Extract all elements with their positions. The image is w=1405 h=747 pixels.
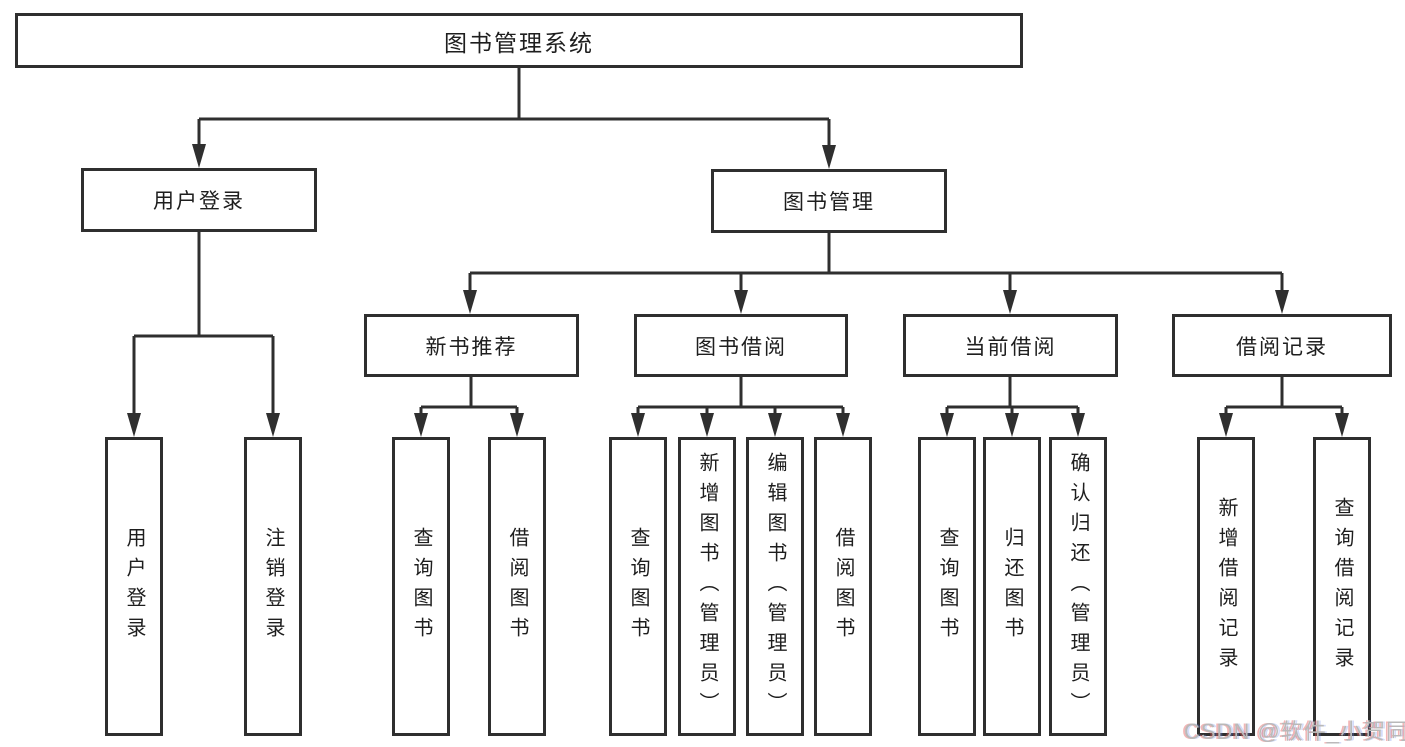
connector-root-to-level2 xyxy=(192,68,836,169)
connector-book-mgmt-children xyxy=(463,233,1289,314)
node-label: 图书管理系统 xyxy=(444,29,594,56)
leaf-query-books: 查询图书 xyxy=(609,437,667,736)
node-label: 查询图书 xyxy=(627,526,649,647)
leaf-user-login: 用户登录 xyxy=(105,437,163,736)
arrowhead xyxy=(1071,413,1085,437)
arrowhead xyxy=(940,413,954,437)
node-label: 查询借阅记录 xyxy=(1331,496,1353,677)
connector-current-borrow-children xyxy=(940,377,1085,437)
connector-new-book-children xyxy=(414,377,524,437)
connector-book-borrow-children xyxy=(631,377,850,437)
connector-borrow-records-children xyxy=(1219,377,1349,437)
node-label: 借阅记录 xyxy=(1236,335,1328,359)
leaf-edit-books-admin: 编辑图书（管理员） xyxy=(746,437,804,736)
arrowhead xyxy=(1005,413,1019,437)
node-root-system: 图书管理系统 xyxy=(15,13,1023,68)
leaf-return-books: 归还图书 xyxy=(983,437,1041,736)
node-label: 查询图书 xyxy=(410,526,432,647)
arrowhead xyxy=(510,413,524,437)
node-label: 新书推荐 xyxy=(425,335,518,359)
node-label: 查询图书 xyxy=(936,526,958,647)
arrowhead xyxy=(700,413,714,437)
node-label: 图书管理 xyxy=(783,191,875,214)
arrowhead xyxy=(631,413,645,437)
leaf-query-books-recommend: 查询图书 xyxy=(392,437,450,736)
node-new-book-recommend: 新书推荐 xyxy=(364,314,579,377)
node-book-borrow: 图书借阅 xyxy=(634,314,848,377)
node-label: 图书借阅 xyxy=(695,335,787,359)
arrowhead xyxy=(768,413,782,437)
node-label: 新增图书（管理员） xyxy=(696,451,718,722)
node-label: 注销登录 xyxy=(262,526,284,647)
connector-user-login-children xyxy=(127,232,280,437)
arrowhead xyxy=(1003,290,1017,314)
leaf-add-borrow-record: 新增借阅记录 xyxy=(1197,437,1255,736)
arrowhead xyxy=(463,290,477,314)
arrowhead xyxy=(822,145,836,169)
csdn-watermark: CSDN @软件_小贺同学 xyxy=(1184,719,1405,744)
leaf-logout: 注销登录 xyxy=(244,437,302,736)
leaf-query-books-current: 查询图书 xyxy=(918,437,976,736)
leaf-confirm-return-admin: 确认归还（管理员） xyxy=(1049,437,1107,736)
node-label: 当前借阅 xyxy=(964,335,1057,359)
arrowhead xyxy=(266,413,280,437)
node-label: 新增借阅记录 xyxy=(1215,496,1237,677)
node-label: 确认归还（管理员） xyxy=(1067,451,1089,722)
node-current-borrow: 当前借阅 xyxy=(903,314,1118,377)
arrowhead xyxy=(1335,413,1349,437)
arrowhead xyxy=(734,290,748,314)
node-borrow-records: 借阅记录 xyxy=(1172,314,1392,377)
node-label: 归还图书 xyxy=(1001,526,1023,647)
node-book-mgmt: 图书管理 xyxy=(711,169,947,233)
leaf-query-borrow-record: 查询借阅记录 xyxy=(1313,437,1371,736)
arrowhead xyxy=(1275,290,1289,314)
arrowhead xyxy=(127,413,141,437)
node-label: 借阅图书 xyxy=(506,526,528,647)
arrowhead xyxy=(414,413,428,437)
node-label: 借阅图书 xyxy=(832,526,854,647)
leaf-borrow-books-recommend: 借阅图书 xyxy=(488,437,546,736)
arrowhead xyxy=(1219,413,1233,437)
node-user-login: 用户登录 xyxy=(81,168,317,232)
node-label: 编辑图书（管理员） xyxy=(764,451,786,722)
node-label: 用户登录 xyxy=(153,190,245,213)
arrowhead xyxy=(192,144,206,168)
node-label: 用户登录 xyxy=(123,526,145,647)
leaf-borrow-books: 借阅图书 xyxy=(814,437,872,736)
leaf-add-books-admin: 新增图书（管理员） xyxy=(678,437,736,736)
arrowhead xyxy=(836,413,850,437)
